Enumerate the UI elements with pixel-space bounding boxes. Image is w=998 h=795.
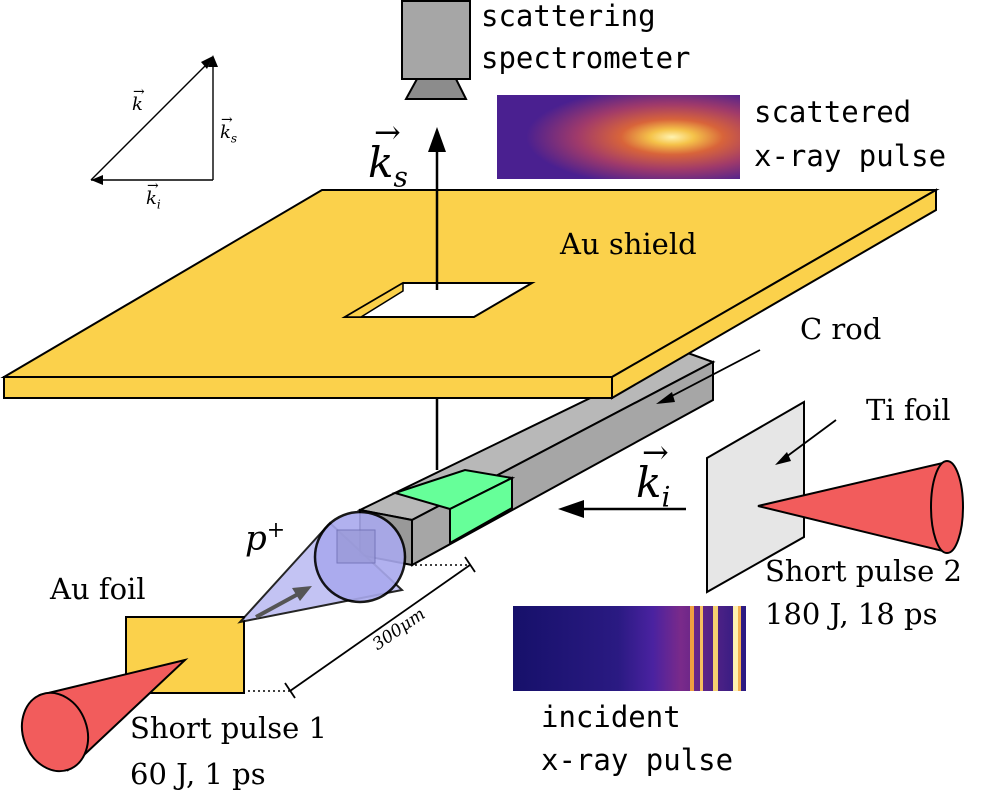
k-i-arrowhead — [558, 500, 584, 518]
distance-scale — [248, 556, 476, 699]
k-s-large-label: →ks — [368, 113, 408, 194]
k-i-large-label: →ki — [636, 433, 671, 514]
au-shield-label: Au shield — [560, 227, 697, 261]
au-foil-label: Au foil — [50, 572, 146, 606]
ti-foil-pointer — [781, 419, 837, 461]
c-rod — [356, 350, 716, 567]
spectrometer-icon — [401, 0, 471, 100]
k-i-small-label: →ki — [146, 178, 161, 212]
k-s-small-label: →ks — [220, 112, 238, 146]
proton-label: p+ — [245, 518, 286, 559]
vector-triangle — [90, 55, 218, 185]
short-pulse-1-cone — [20, 658, 189, 773]
incident-pulse-label-line1: incident — [541, 700, 681, 734]
green-sample-side — [449, 476, 513, 545]
scattered-xray-image — [497, 95, 740, 179]
short-pulse-1-label-line1: Short pulse 1 — [130, 711, 327, 745]
au-shield — [0, 188, 940, 400]
ti-foil-label: Ti foil — [866, 393, 951, 427]
incident-xray-image — [513, 606, 746, 691]
ti-foil — [706, 400, 805, 594]
c-rod-label: C rod — [800, 312, 882, 346]
incident-pulse-label-line2: x-ray pulse — [541, 743, 734, 777]
k-label: →k — [132, 84, 145, 115]
spectrometer-label-line2: spectrometer — [481, 41, 691, 75]
scattered-pulse-label-line2: x-ray pulse — [754, 139, 947, 173]
c-rod-pointer — [667, 349, 761, 399]
spectrometer-label-line1: scattering — [481, 0, 656, 33]
k-s-arrowhead — [428, 127, 446, 152]
proton-direction-arrow — [255, 591, 301, 619]
k-vector-line — [90, 57, 214, 181]
short-pulse-2-label-line1: Short pulse 2 — [765, 554, 962, 588]
scattered-pulse-label-line1: scattered — [754, 95, 912, 129]
short-pulse-1-label-line2: 60 J, 1 ps — [130, 757, 266, 791]
short-pulse-2-cone — [757, 460, 964, 554]
short-pulse-2-label-line2: 180 J, 18 ps — [765, 597, 938, 631]
